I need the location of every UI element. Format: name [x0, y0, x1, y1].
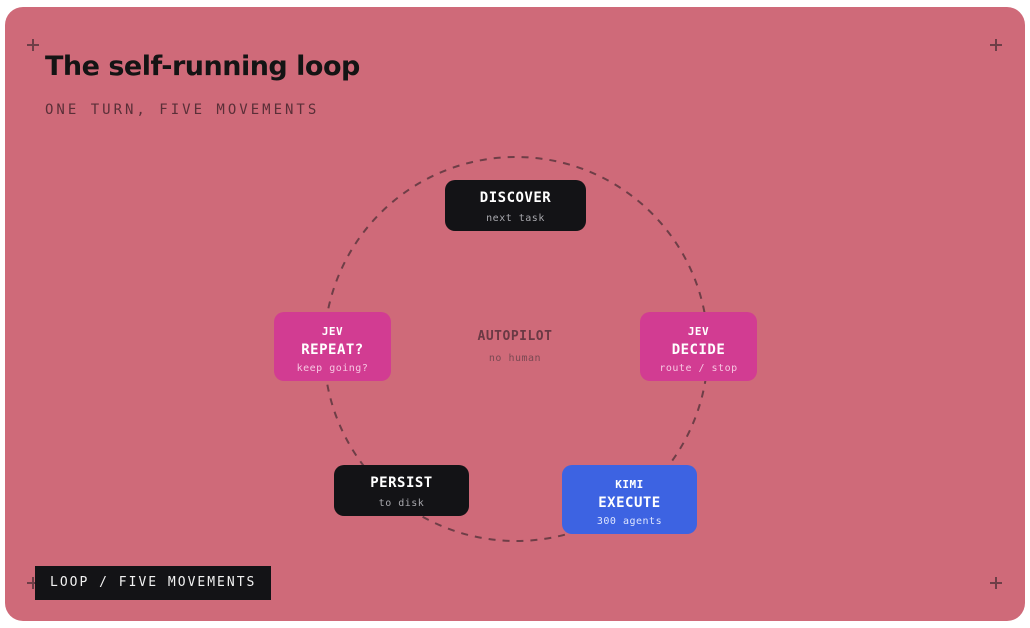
node-persist[interactable]: PERSIST to disk — [334, 465, 469, 516]
corner-plus-icon — [990, 39, 1002, 51]
page-title: The self-running loop — [45, 51, 360, 82]
node-tag: JEV — [687, 325, 710, 338]
corner-plus-icon — [27, 39, 39, 51]
node-decide[interactable]: JEV DECIDE route / stop — [640, 312, 757, 381]
footer-label: LOOP / FIVE MOVEMENTS — [35, 566, 272, 600]
node-name: DECIDE — [671, 342, 726, 358]
node-desc: 300 agents — [596, 516, 663, 527]
loop-diagram — [323, 156, 709, 542]
node-tag: JEV — [321, 325, 344, 338]
node-tag: KIMI — [615, 478, 644, 491]
node-name: DISCOVER — [479, 190, 552, 206]
node-repeat[interactable]: JEV REPEAT? keep going? — [274, 312, 391, 381]
node-desc: to disk — [378, 498, 425, 509]
node-name: EXECUTE — [598, 495, 661, 511]
node-desc: keep going? — [296, 363, 369, 374]
node-desc: next task — [486, 213, 545, 224]
center-sublabel: no human — [488, 353, 542, 364]
corner-plus-icon — [27, 577, 39, 589]
node-desc: route / stop — [659, 363, 738, 374]
page-subtitle: ONE TURN, FIVE MOVEMENTS — [45, 102, 320, 118]
node-name: REPEAT? — [301, 342, 364, 358]
node-name: PERSIST — [370, 475, 433, 491]
center-label: AUTOPILOT — [477, 329, 553, 344]
corner-plus-icon — [990, 577, 1002, 589]
node-discover[interactable]: DISCOVER next task — [445, 180, 586, 231]
node-execute[interactable]: KIMI EXECUTE 300 agents — [562, 465, 697, 534]
slide-card: The self-running loop ONE TURN, FIVE MOV… — [5, 7, 1025, 621]
